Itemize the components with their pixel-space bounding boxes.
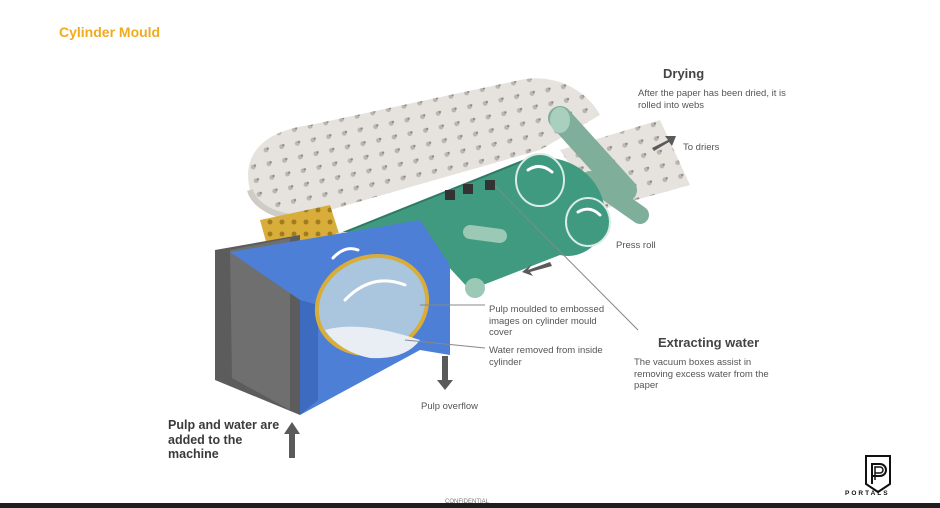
guide-roll <box>463 225 507 298</box>
to-driers-arrow-icon <box>652 136 676 151</box>
pulp-overflow-label: Pulp overflow <box>421 401 479 412</box>
portals-logo-icon <box>865 455 891 494</box>
water-removed-label: Water removed from inside cylinder <box>489 345 603 368</box>
confidential-label: CONFIDENTIAL <box>445 499 490 505</box>
rotation-arrow-icon <box>526 165 554 174</box>
pulp-and-water-heading: Pulp and water are added to the machine <box>168 418 280 461</box>
to-driers-label: To driers <box>683 142 720 153</box>
vacuum-boxes <box>445 180 495 200</box>
drying-heading: Drying <box>663 66 705 81</box>
rotation-arrow-icon <box>331 247 360 260</box>
brand-name: PORTALS <box>845 490 890 497</box>
rotation-arrow-icon <box>576 207 602 217</box>
pulp-input-arrow-icon <box>284 422 300 458</box>
page-title: Cylinder Mould <box>59 24 161 40</box>
press-roll-lower <box>581 171 649 224</box>
extracting-water-description: The vacuum boxes assist in removing exce… <box>634 357 769 391</box>
press-roll-upper <box>548 106 637 202</box>
pulp-overflow-arrow-icon <box>437 356 453 390</box>
rotation-arrow-icon <box>343 279 407 302</box>
press-roll-label: Press roll <box>616 240 656 251</box>
felt-roll-right <box>565 197 611 247</box>
leader-line <box>404 339 486 349</box>
drying-description: After the paper has been dried, it is ro… <box>638 88 786 111</box>
pulp-moulded-label: Pulp moulded to embossed images on cylin… <box>489 304 605 338</box>
footer-bar <box>0 503 940 508</box>
flow-arrow-icon <box>522 262 552 276</box>
extracting-water-heading: Extracting water <box>658 335 760 350</box>
leader-line <box>494 185 639 331</box>
felt-roll-middle <box>515 153 565 207</box>
